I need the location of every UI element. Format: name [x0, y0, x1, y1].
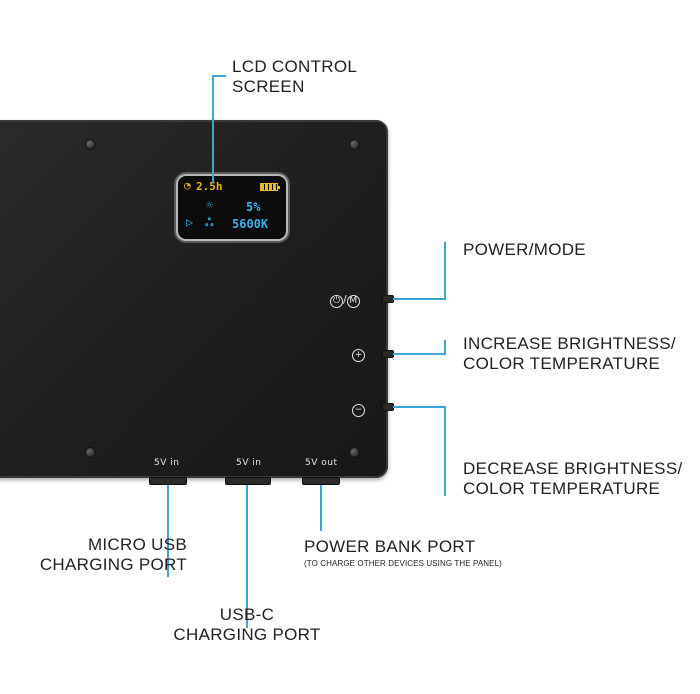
callout-power-mode: POWER/MODE: [463, 240, 586, 259]
lcd-control-screen: ◔ 2.5h ☼ 5% ▷ ஃ 5600K: [178, 176, 286, 239]
callout-power-bank: POWER BANK PORT: [304, 537, 476, 556]
sun-icon: ☼: [206, 198, 214, 212]
callout-lcd-screen: LCD CONTROL SCREEN: [232, 57, 358, 96]
leader-line-lcd: [212, 75, 214, 183]
leader-line-decrease: [393, 406, 445, 408]
micro-usb-port[interactable]: [150, 478, 186, 484]
callout-usbc: USB-C CHARGING PORT: [173, 605, 321, 644]
port-label-out: 5V out: [305, 458, 338, 468]
power-bank-port[interactable]: [303, 478, 339, 484]
callout-micro-usb: MICRO USB CHARGING PORT: [39, 535, 187, 574]
port-label-usbc: 5V in: [236, 458, 262, 468]
leader-line-lcd-h: [212, 75, 226, 77]
screw: [86, 448, 95, 457]
minus-icon: −: [352, 402, 365, 417]
callout-increase: INCREASE BRIGHTNESS/ COLOR TEMPERATURE: [463, 334, 676, 373]
callout-decrease: DECREASE BRIGHTNESS/ COLOR TEMPERATURE: [463, 459, 683, 498]
lcd-timer: 2.5h: [196, 180, 223, 193]
color-wheel-icon: ஃ: [205, 216, 214, 229]
screw: [350, 448, 359, 457]
clock-icon: ◔: [184, 179, 191, 192]
increase-button[interactable]: [383, 351, 393, 357]
power-icon: ⏻: [330, 295, 343, 308]
battery-icon: [260, 183, 280, 191]
power-mode-button[interactable]: [383, 296, 393, 302]
leader-line-micro: [167, 485, 169, 577]
screw: [86, 140, 95, 149]
screw: [350, 140, 359, 149]
leader-line-usbc: [246, 485, 248, 628]
leader-line-decrease-v: [444, 406, 446, 496]
play-icon: ▷: [186, 215, 194, 229]
mode-icon: M: [346, 295, 360, 308]
lcd-brightness: 5%: [246, 200, 261, 214]
decrease-button[interactable]: [383, 404, 393, 410]
usbc-port[interactable]: [226, 478, 270, 484]
leader-line-increase-v: [444, 340, 446, 355]
leader-line-increase: [393, 353, 445, 355]
leader-line-powerbank: [320, 485, 322, 531]
power-mode-icon: ⏻/M: [330, 293, 360, 308]
leader-line-power-v: [444, 242, 446, 300]
port-label-micro-usb: 5V in: [154, 458, 180, 468]
lcd-color-temp: 5600K: [232, 217, 269, 231]
plus-icon: +: [352, 347, 365, 362]
callout-power-bank-note: (TO CHARGE OTHER DEVICES USING THE PANEL…: [304, 559, 502, 568]
leader-line-power: [393, 298, 445, 300]
